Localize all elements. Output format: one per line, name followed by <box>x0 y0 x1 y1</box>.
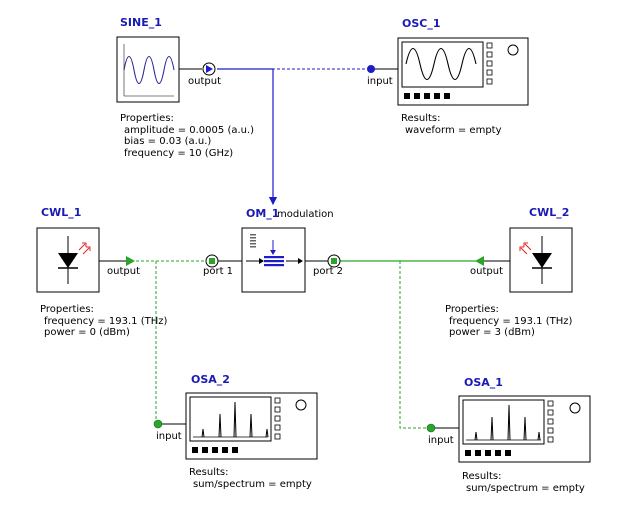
cwl2-port-label: output <box>470 266 503 277</box>
sine-title[interactable]: SINE_1 <box>120 16 162 29</box>
wire-to-osa1[interactable] <box>399 261 428 429</box>
om-title[interactable]: OM_1 <box>246 207 280 220</box>
property-line: amplitude = 0.0005 (a.u.) <box>124 124 255 136</box>
cwl1-properties: Properties: frequency = 193.1 (THz) powe… <box>40 304 167 339</box>
result-line: waveform = empty <box>405 124 502 136</box>
om-port1[interactable] <box>205 254 242 268</box>
om-port2[interactable] <box>305 254 341 268</box>
property-line: frequency = 10 (GHz) <box>124 147 234 159</box>
cwl2-output-port[interactable] <box>475 256 510 266</box>
osc-wave-icon <box>405 47 477 81</box>
osc-title[interactable]: OSC_1 <box>402 17 441 30</box>
osc-input-port[interactable] <box>367 65 398 73</box>
spectrum-icon <box>201 401 269 438</box>
osc-results: Results: waveform = empty <box>401 113 502 136</box>
cwl2-title[interactable]: CWL_2 <box>529 206 570 219</box>
osa1-component[interactable] <box>458 395 591 463</box>
sine-component[interactable] <box>116 36 180 103</box>
cwl1-title[interactable]: CWL_1 <box>41 206 82 219</box>
laser-diode-icon <box>532 253 552 268</box>
sine-port-label: output <box>188 76 221 87</box>
osa1-port-label: input <box>428 435 454 446</box>
properties-heading: Properties: <box>40 304 94 315</box>
cwl2-component[interactable] <box>509 227 573 293</box>
laser-diode-icon <box>58 253 78 268</box>
sine-output-port[interactable] <box>179 62 216 76</box>
result-line: sum/spectrum = empty <box>466 482 585 494</box>
result-line: sum/spectrum = empty <box>193 478 312 490</box>
property-line: power = 0 (dBm) <box>44 327 130 338</box>
wire-sine-om[interactable] <box>217 68 274 203</box>
cwl2-properties: Properties: frequency = 193.1 (THz) powe… <box>445 304 572 339</box>
results-heading: Results: <box>401 113 441 124</box>
om-port2-label: port 2 <box>313 266 344 277</box>
property-line: bias = 0.03 (a.u.) <box>124 136 212 147</box>
properties-heading: Properties: <box>445 304 499 315</box>
osc-component[interactable] <box>397 37 529 106</box>
om-port1-label: port 1 <box>203 266 234 277</box>
property-line: frequency = 193.1 (THz) <box>44 315 168 327</box>
results-heading: Results: <box>189 467 229 478</box>
om-modulation-label: modulation <box>277 209 334 220</box>
osa1-title[interactable]: OSA_1 <box>464 376 503 389</box>
osa1-results: Results: sum/spectrum = empty <box>462 471 585 494</box>
properties-heading: Properties: <box>120 113 174 124</box>
sine-properties: Properties: amplitude = 0.0005 (a.u.) bi… <box>120 113 254 159</box>
property-line: power = 3 (dBm) <box>449 327 535 338</box>
sine-wave-icon <box>123 55 175 85</box>
osa2-results: Results: sum/spectrum = empty <box>189 467 312 490</box>
osa2-port-label: input <box>156 431 182 442</box>
om-component[interactable] <box>241 227 306 293</box>
cwl1-output-port[interactable] <box>99 256 135 266</box>
osa2-input-port[interactable] <box>153 419 186 429</box>
cwl1-component[interactable] <box>36 227 100 293</box>
property-line: frequency = 193.1 (THz) <box>449 315 573 327</box>
osa1-input-port[interactable] <box>426 423 459 433</box>
cwl1-port-label: output <box>107 266 140 277</box>
om-modulation-port[interactable] <box>269 197 277 205</box>
spectrum-icon <box>474 404 541 441</box>
osc-port-label: input <box>367 76 393 87</box>
osa2-title[interactable]: OSA_2 <box>191 373 230 386</box>
results-heading: Results: <box>462 471 502 482</box>
osa2-component[interactable] <box>185 392 318 460</box>
